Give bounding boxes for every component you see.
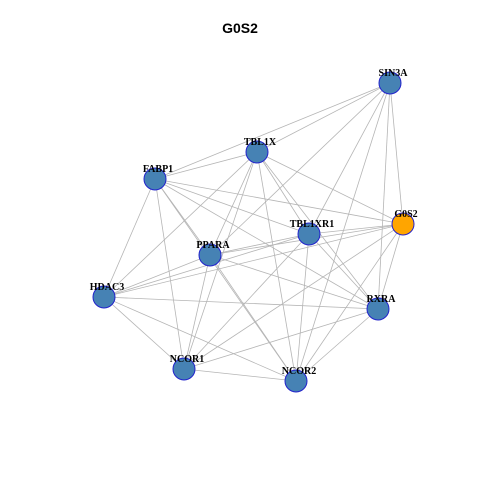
edge-tbl1xr1-ppara xyxy=(209,233,310,256)
edge-tbl1xr1-ncor2 xyxy=(295,233,310,382)
edge-rxra-ncor2 xyxy=(295,308,379,382)
node-label-tbl1xr1: TBL1XR1 xyxy=(290,219,334,230)
node-hdac3[interactable] xyxy=(92,285,116,309)
edge-g0s2-ncor2 xyxy=(295,223,404,382)
edge-tbl1x-ppara xyxy=(209,151,258,256)
edge-sin3a-fabp1 xyxy=(154,82,391,180)
node-fabp1[interactable] xyxy=(143,167,167,191)
edge-fabp1-tbl1xr1 xyxy=(154,178,310,235)
edge-tbl1xr1-ncor1 xyxy=(183,233,310,370)
edge-ncor1-ncor2 xyxy=(183,368,297,382)
edge-tbl1x-ncor2 xyxy=(256,151,297,382)
edge-sin3a-rxra xyxy=(377,82,391,310)
node-tbl1xr1[interactable] xyxy=(297,222,321,246)
node-label-g0s2: G0S2 xyxy=(394,209,417,220)
edge-tbl1x-fabp1 xyxy=(154,151,258,180)
edge-ppara-ncor2 xyxy=(209,254,297,382)
edge-g0s2-hdac3 xyxy=(103,223,404,298)
node-tbl1x[interactable] xyxy=(245,140,269,164)
edge-tbl1xr1-rxra xyxy=(308,233,379,310)
node-label-rxra: RXRA xyxy=(367,294,397,305)
node-label-ppara: PPARA xyxy=(196,240,230,251)
edge-g0s2-tbl1xr1 xyxy=(308,223,404,235)
edge-sin3a-tbl1x xyxy=(256,82,391,153)
edge-ppara-hdac3 xyxy=(103,254,211,298)
node-ncor2[interactable] xyxy=(284,369,308,393)
node-label-fabp1: FABP1 xyxy=(143,164,173,175)
node-label-sin3a: SIN3A xyxy=(379,68,409,79)
edge-tbl1x-g0s2 xyxy=(256,151,404,225)
edge-fabp1-ncor2 xyxy=(154,178,297,382)
edge-hdac3-ncor1 xyxy=(103,296,185,370)
nodes-layer xyxy=(92,71,415,393)
edge-fabp1-ncor1 xyxy=(154,178,185,370)
edge-g0s2-rxra xyxy=(377,223,404,310)
edge-sin3a-ncor2 xyxy=(295,82,391,382)
edge-fabp1-g0s2 xyxy=(154,178,404,225)
node-rxra[interactable] xyxy=(366,297,390,321)
node-ncor1[interactable] xyxy=(172,357,196,381)
graph-title: G0S2 xyxy=(222,20,258,36)
edge-tbl1x-ncor1 xyxy=(183,151,258,370)
edge-tbl1x-tbl1xr1 xyxy=(256,151,310,235)
edges-layer xyxy=(103,82,404,382)
edge-hdac3-ncor2 xyxy=(103,296,297,382)
edge-ppara-ncor1 xyxy=(183,254,211,370)
edge-fabp1-rxra xyxy=(154,178,379,310)
edge-sin3a-tbl1xr1 xyxy=(308,82,391,235)
edge-ppara-rxra xyxy=(209,254,379,310)
edge-hdac3-rxra xyxy=(103,296,379,310)
edge-fabp1-hdac3 xyxy=(103,178,156,298)
edge-sin3a-g0s2 xyxy=(389,82,404,225)
node-g0s2[interactable] xyxy=(391,212,415,236)
edge-rxra-ncor1 xyxy=(183,308,379,370)
node-label-hdac3: HDAC3 xyxy=(90,282,124,293)
node-label-tbl1x: TBL1X xyxy=(244,137,277,148)
node-label-ncor2: NCOR2 xyxy=(282,366,316,377)
node-label-ncor1: NCOR1 xyxy=(170,354,204,365)
edge-sin3a-ppara xyxy=(209,82,391,256)
node-ppara[interactable] xyxy=(198,243,222,267)
node-sin3a[interactable] xyxy=(378,71,402,95)
edge-g0s2-ncor1 xyxy=(183,223,404,370)
edge-tbl1x-hdac3 xyxy=(103,151,258,298)
